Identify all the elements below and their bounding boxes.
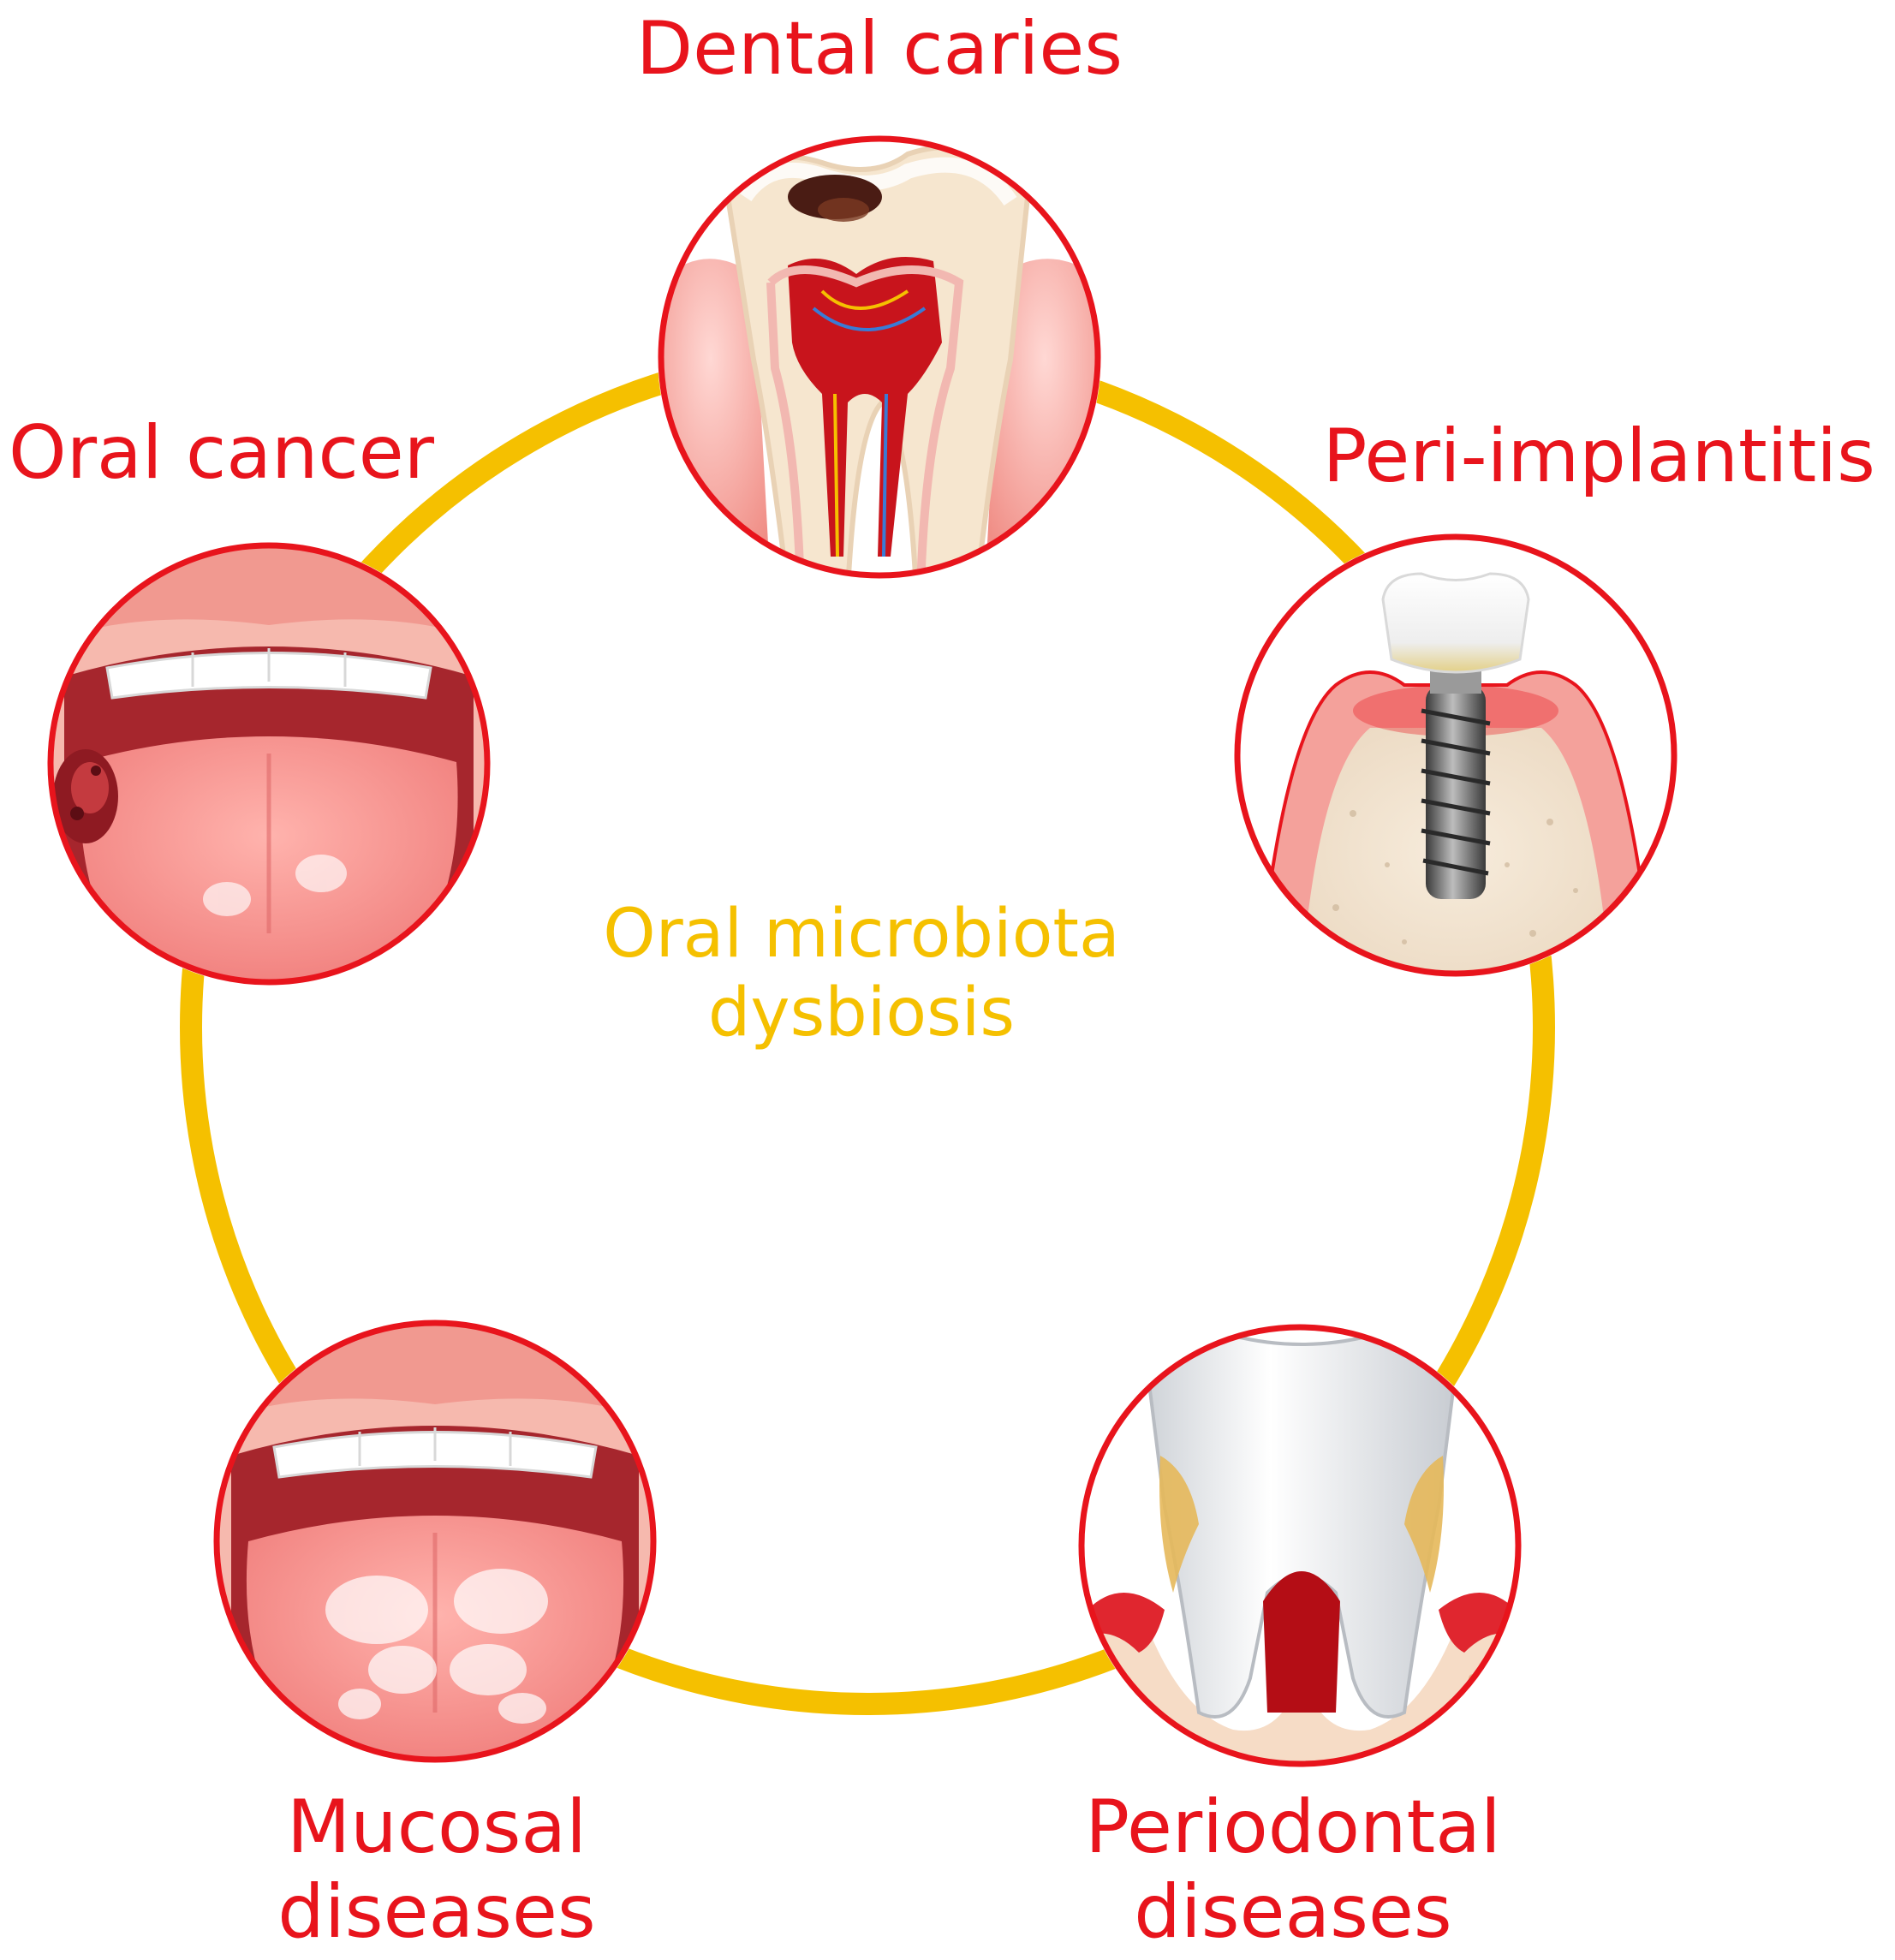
label-peri-implantitis: Peri-implantitis bbox=[1322, 414, 1875, 499]
label-dental-caries: Dental caries bbox=[635, 6, 1123, 92]
center-title-line-2: dysbiosis bbox=[707, 974, 1016, 1052]
dental-implant-illustration bbox=[1237, 537, 1674, 974]
dental-caries-node bbox=[658, 135, 1101, 579]
decayed-molar-illustration bbox=[661, 139, 1098, 575]
center-title-line-1: Oral microbiota bbox=[603, 896, 1120, 973]
periodontal-diseases-node bbox=[1078, 1324, 1522, 1767]
tumor-lesion bbox=[53, 749, 118, 843]
oral-cancer-mouth-illustration bbox=[51, 545, 487, 982]
center-title: Oral microbiota dysbiosis bbox=[476, 895, 1247, 1052]
oral-cancer-node bbox=[47, 542, 491, 986]
white-patches bbox=[325, 1569, 548, 1724]
label-oral-cancer: Oral cancer bbox=[9, 410, 435, 496]
label-periodontal-diseases: Periodontal diseases bbox=[1085, 1784, 1501, 1955]
periodontal-tooth-illustration bbox=[1082, 1327, 1518, 1764]
peri-implantitis-node bbox=[1234, 533, 1677, 977]
mucosal-diseases-node bbox=[213, 1320, 657, 1763]
label-mucosal-diseases: Mucosal diseases bbox=[277, 1784, 596, 1955]
